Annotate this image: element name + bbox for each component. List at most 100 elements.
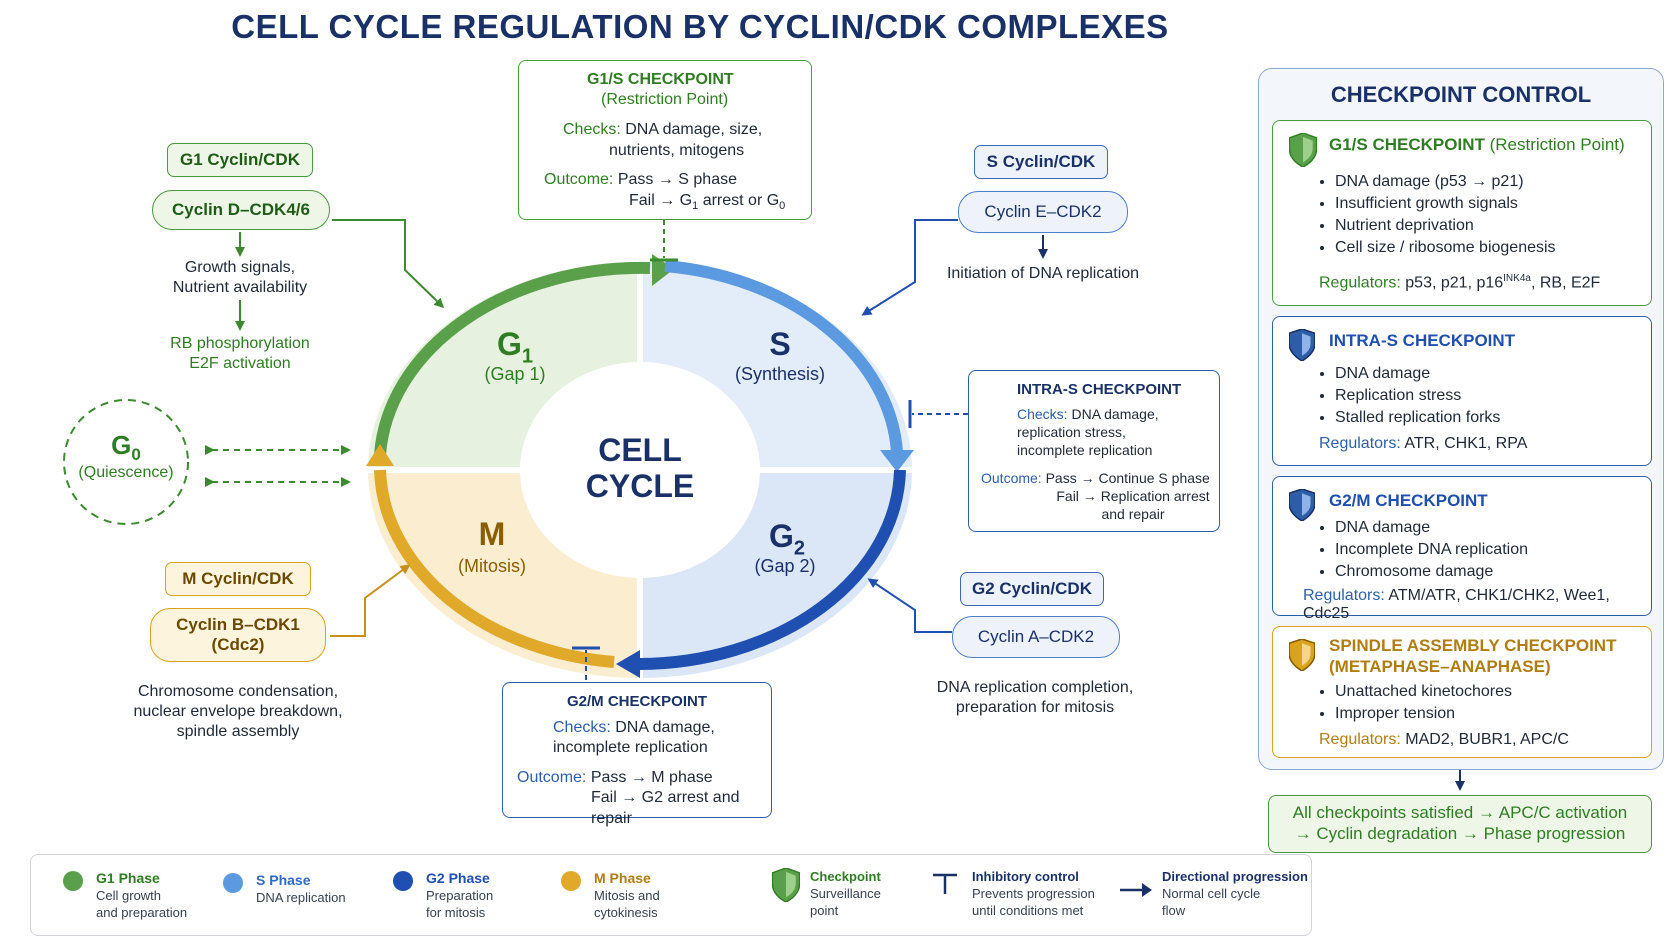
m-arrowhead bbox=[366, 444, 394, 466]
g2-complex-pill: Cyclin A–CDK2 bbox=[952, 616, 1120, 658]
g2m-outcome: Outcome: Pass → M phase bbox=[517, 769, 713, 786]
g1s-checkpoint-box: G1/S CHECKPOINT (Restriction Point) Chec… bbox=[518, 60, 812, 220]
panel-sac-shield-icon bbox=[1289, 639, 1315, 671]
m-note: Chromosome condensation,nuclear envelope… bbox=[133, 683, 343, 740]
s-connector bbox=[861, 219, 958, 316]
center-circle bbox=[520, 362, 760, 578]
g1-phase-name: G1 bbox=[496, 326, 533, 368]
panel-intras-list: DNA damage Replication stress Stalled re… bbox=[1321, 363, 1500, 429]
m-phase-swatch-icon bbox=[561, 871, 581, 891]
g2-note: DNA replication completion,preparation f… bbox=[936, 679, 1134, 716]
g1-note: Growth signals,Nutrient availability bbox=[172, 259, 308, 296]
page-title: CELL CYCLE REGULATION BY CYCLIN/CDK COMP… bbox=[231, 8, 1169, 45]
g1-phase-swatch-icon bbox=[63, 871, 83, 891]
g0-circle bbox=[63, 399, 189, 525]
list-item: Incomplete DNA replication bbox=[1335, 539, 1528, 561]
g2-cyclin-tag: G2 Cyclin/CDK bbox=[960, 572, 1104, 606]
g1s-checks: Checks: DNA damage, size, bbox=[563, 121, 763, 138]
panel-g1s-shield-icon bbox=[1289, 133, 1317, 167]
m-connector bbox=[330, 564, 411, 637]
g1-cyclin-tag: G1 Cyclin/CDK bbox=[167, 143, 313, 177]
panel-sac-section: SPINDLE ASSEMBLY CHECKPOINT(METAPHASE–AN… bbox=[1272, 626, 1652, 758]
list-item: Stalled replication forks bbox=[1335, 407, 1500, 429]
panel-intras-title: INTRA-S CHECKPOINT bbox=[1329, 331, 1516, 350]
s-complex-pill: Cyclin E–CDK2 bbox=[958, 191, 1128, 233]
list-item: DNA damage bbox=[1335, 363, 1500, 385]
panel-g2m-shield-icon bbox=[1289, 489, 1315, 521]
directional-arrow-icon bbox=[1120, 883, 1152, 897]
m-arc-arrow bbox=[374, 469, 615, 668]
list-item: Improper tension bbox=[1335, 703, 1512, 725]
panel-g1s-section: G1/S CHECKPOINT (Restriction Point) DNA … bbox=[1272, 120, 1652, 306]
panel-g2m-title: G2/M CHECKPOINT bbox=[1329, 491, 1488, 510]
list-item: Cell size / ribosome biogenesis bbox=[1335, 237, 1556, 259]
intras-checks: Checks: DNA damage,replication stress,in… bbox=[1017, 406, 1159, 458]
g1s-title: G1/S CHECKPOINT bbox=[587, 71, 734, 88]
g2m-checkpoint-box: G2/M CHECKPOINT Checks: DNA damage, inco… bbox=[502, 682, 772, 827]
g1-connector bbox=[332, 219, 445, 309]
panel-sac-list: Unattached kinetochores Improper tension bbox=[1321, 681, 1512, 725]
g2m-checks-2: incomplete replication bbox=[553, 739, 708, 756]
s-arrowhead bbox=[880, 450, 914, 472]
s-note: Initiation of DNA replication bbox=[946, 265, 1140, 282]
g0-label: (Quiescence) bbox=[78, 464, 174, 481]
list-item: Unattached kinetochores bbox=[1335, 681, 1512, 703]
m-complex-pill: Cyclin B–CDK1(Cdc2) bbox=[150, 608, 326, 662]
g2m-title: G2/M CHECKPOINT bbox=[567, 693, 708, 710]
g0-name: G0 bbox=[111, 430, 141, 465]
g2-connector bbox=[867, 578, 952, 633]
g1-phase-label: (Gap 1) bbox=[484, 364, 546, 384]
intras-outcome: Outcome: Pass → Continue S phase bbox=[981, 470, 1210, 486]
inhibitory-bar-icon bbox=[933, 873, 957, 894]
g2m-checks: Checks: DNA damage, bbox=[553, 719, 715, 736]
list-item: DNA damage bbox=[1335, 517, 1528, 539]
m-cyclin-tag: M Cyclin/CDK bbox=[165, 562, 311, 596]
panel-g1s-list: DNA damage (p53 → p21) Insufficient grow… bbox=[1321, 171, 1556, 259]
s-arc-arrow bbox=[664, 260, 903, 453]
g2-phase-name: G2 bbox=[768, 518, 805, 560]
g2-arrowhead bbox=[616, 650, 640, 678]
panel-intras-section: INTRA-S CHECKPOINT DNA damage Replicatio… bbox=[1272, 316, 1652, 466]
list-item: DNA damage (p53 → p21) bbox=[1335, 171, 1556, 193]
panel-sac-title: SPINDLE ASSEMBLY CHECKPOINT(METAPHASE–AN… bbox=[1329, 636, 1617, 676]
panel-g2m-regulators: Regulators: ATM/ATR, CHK1/CHK2, Wee1, Cd… bbox=[1303, 587, 1610, 622]
g1s-checks-2: nutrients, mitogens bbox=[609, 142, 745, 159]
s-phase-swatch-icon bbox=[223, 873, 243, 893]
intras-title: INTRA-S CHECKPOINT bbox=[1017, 381, 1182, 398]
s-cyclin-tag: S Cyclin/CDK bbox=[974, 145, 1108, 179]
g2-phase-label: (Gap 2) bbox=[754, 556, 816, 576]
panel-intras-regulators: Regulators: ATR, CHK1, RPA bbox=[1319, 435, 1528, 452]
g1s-outcome: Outcome: Pass → S phase bbox=[544, 171, 737, 188]
g1s-subtitle: (Restriction Point) bbox=[601, 91, 729, 108]
s-phase-label: (Synthesis) bbox=[734, 364, 826, 384]
g1-arc-arrow bbox=[374, 261, 651, 456]
list-item: Replication stress bbox=[1335, 385, 1500, 407]
panel-title: CHECKPOINT CONTROL bbox=[1330, 82, 1592, 107]
intras-checkpoint-box: INTRA-S CHECKPOINT Checks: DNA damage,re… bbox=[968, 370, 1220, 532]
panel-g1s-title: G1/S CHECKPOINT (Restriction Point) bbox=[1329, 135, 1625, 154]
summary-box: All checkpoints satisfied → APC/C activa… bbox=[1268, 795, 1652, 853]
m-phase-name: M bbox=[478, 516, 506, 552]
m-phase-label: (Mitosis) bbox=[458, 556, 526, 576]
list-item: Chromosome damage bbox=[1335, 561, 1528, 583]
g2-phase-swatch-icon bbox=[393, 871, 413, 891]
panel-g2m-section: G2/M CHECKPOINT DNA damage Incomplete DN… bbox=[1272, 476, 1652, 622]
legend bbox=[30, 854, 1312, 936]
g1-complex-pill: Cyclin D–CDK4/6 bbox=[152, 190, 330, 230]
panel-sac-regulators: Regulators: MAD2, BUBR1, APC/C bbox=[1319, 731, 1569, 748]
panel-intras-shield-icon bbox=[1289, 329, 1315, 361]
g2-arc-arrow bbox=[639, 469, 906, 670]
panel-g1s-regulators: Regulators: p53, p21, p16INK4a, RB, E2F bbox=[1319, 273, 1601, 292]
g1s-fail: Fail → G1 arrest or G0 bbox=[629, 192, 786, 213]
g1-arrowhead bbox=[652, 254, 674, 286]
s-phase-name: S bbox=[769, 326, 791, 362]
g2m-fail: Fail → G2 arrest and repair bbox=[591, 789, 740, 827]
checkpoint-shield-icon bbox=[772, 868, 800, 902]
list-item: Nutrient deprivation bbox=[1335, 215, 1556, 237]
panel-g2m-list: DNA damage Incomplete DNA replication Ch… bbox=[1321, 517, 1528, 583]
list-item: Insufficient growth signals bbox=[1335, 193, 1556, 215]
